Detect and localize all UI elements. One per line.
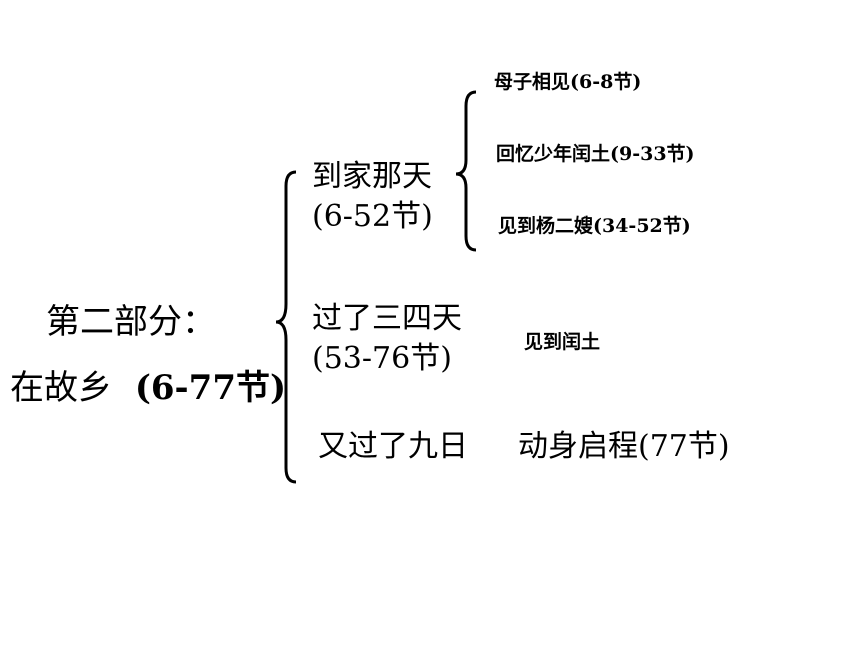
sub-item-3: 见到杨二嫂(34-52节) <box>498 215 691 237</box>
branch-1-range: (6-52节) <box>312 199 433 234</box>
branch-2-range: (53-76节) <box>312 341 452 376</box>
part-subtitle: 在故乡 (6-77节) <box>10 368 287 408</box>
branch-2-note: 见到闰土 <box>524 331 601 353</box>
sub-item-1: 母子相见(6-8节) <box>494 71 642 93</box>
branch-3-detail: 动身启程(77节) <box>518 429 730 464</box>
sub-brace <box>455 90 477 252</box>
main-brace <box>275 170 297 484</box>
part-subtitle-text: 在故乡 <box>10 368 112 408</box>
sub-item-2: 回忆少年闰土(9-33节) <box>496 143 695 165</box>
branch-2-label: 过了三四天 <box>312 301 462 336</box>
branch-3-label: 又过了九日 <box>318 429 468 464</box>
part-range: (6-77节) <box>134 368 287 408</box>
branch-1-label: 到家那天 <box>312 159 432 194</box>
part-title: 第二部分： <box>46 302 216 342</box>
